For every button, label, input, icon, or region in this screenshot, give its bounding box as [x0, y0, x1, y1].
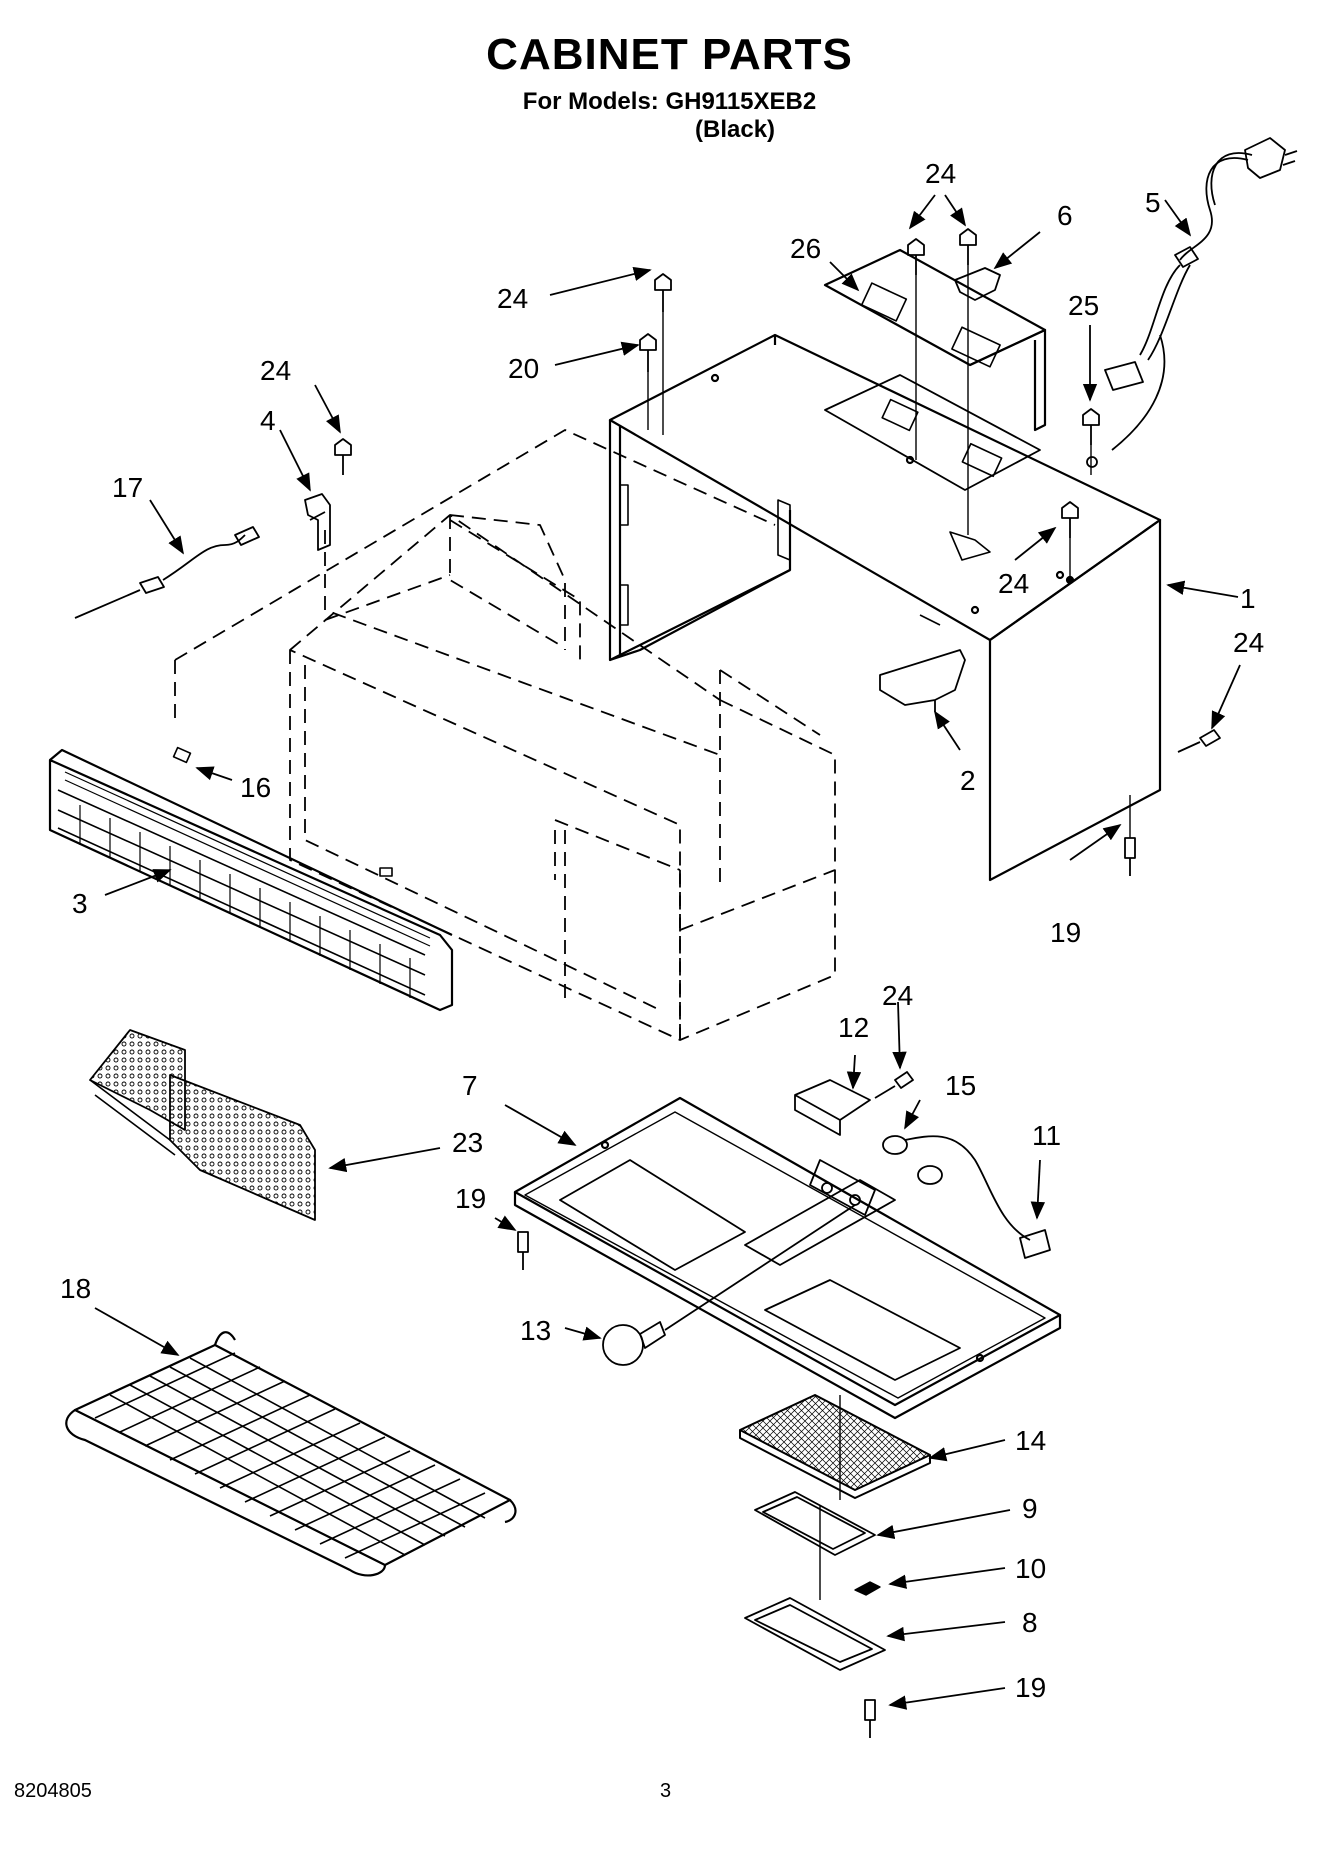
callout-8: 8	[1022, 1607, 1038, 1638]
callout-23: 23	[452, 1127, 483, 1158]
callout-14: 14	[1015, 1425, 1046, 1456]
callout-24-e: 24	[882, 980, 913, 1011]
callout-3: 3	[72, 888, 88, 919]
grease-filter-screen	[89, 1029, 316, 1221]
screw-set	[334, 228, 1221, 1738]
callout-20: 20	[508, 353, 539, 384]
callout-10: 10	[1015, 1553, 1046, 1584]
callout-9: 9	[1022, 1493, 1038, 1524]
hinge-bracket	[304, 493, 331, 551]
callout-17: 17	[112, 472, 143, 503]
small-bracket	[954, 267, 1001, 301]
callout-15: 15	[945, 1070, 976, 1101]
callout-2: 2	[960, 765, 976, 796]
callout-arrows	[94, 194, 1241, 1710]
duct-shield	[823, 248, 1047, 432]
oven-cavity-outline	[174, 429, 836, 1041]
callout-13: 13	[520, 1315, 551, 1346]
callout-24-d: 24	[1233, 627, 1264, 658]
callout-25: 25	[1068, 290, 1099, 321]
callout-16: 16	[240, 772, 271, 803]
callout-1: 1	[1240, 583, 1256, 614]
cabinet-wrapper	[608, 333, 1162, 882]
callout-4: 4	[260, 405, 276, 436]
callout-5: 5	[1145, 187, 1161, 218]
callout-19-b: 19	[455, 1183, 486, 1214]
callout-26: 26	[790, 233, 821, 264]
callout-24-b: 24	[998, 568, 1029, 599]
callout-labels: 24 6 5 26 25 24 20 24 24 4 17 1 24 2 16 …	[60, 158, 1264, 1703]
callout-24-a: 24	[497, 283, 528, 314]
page-title: CABINET PARTS	[486, 30, 853, 79]
callout-24-top: 24	[925, 158, 956, 189]
light-bulb	[602, 1204, 856, 1366]
callout-7: 7	[462, 1070, 478, 1101]
models-line: For Models: GH9115XEB2	[522, 88, 817, 115]
callout-11: 11	[1032, 1120, 1061, 1151]
filter-lens-stack	[739, 1394, 931, 1671]
callout-19-c: 19	[1015, 1672, 1046, 1703]
lamp-socket-assembly	[794, 1079, 1051, 1259]
thermal-fuse-lead	[74, 526, 260, 619]
vent-grille	[48, 746, 454, 1012]
callout-12: 12	[838, 1012, 869, 1043]
oven-rack	[65, 1331, 517, 1577]
finish-label: (Black)	[695, 116, 776, 143]
mounting-bracket	[879, 649, 966, 712]
power-cord	[1086, 137, 1298, 468]
page-number: 3	[660, 1780, 672, 1802]
document-number: 8204805	[14, 1780, 92, 1802]
callout-19-a: 19	[1050, 917, 1081, 948]
base-plate	[513, 1096, 1062, 1420]
callout-24-c: 24	[260, 355, 291, 386]
callout-18: 18	[60, 1273, 91, 1304]
callout-6: 6	[1057, 200, 1073, 231]
assembly-guide-lines	[647, 265, 1131, 838]
